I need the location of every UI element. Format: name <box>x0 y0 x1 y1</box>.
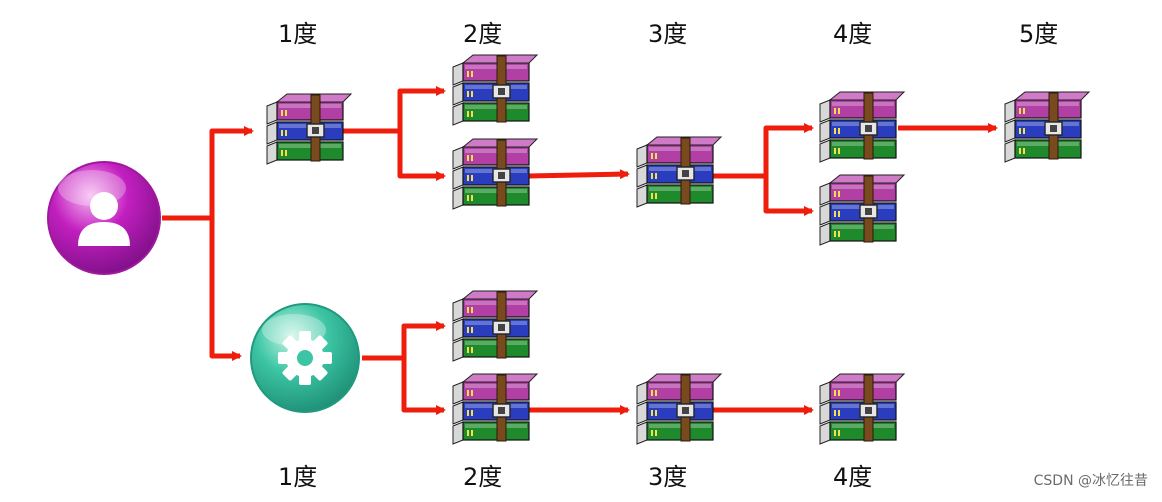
archive-icon <box>266 93 353 165</box>
gear-node <box>250 303 360 413</box>
archive-icon <box>819 373 906 445</box>
degree-label-top-2: 2度 <box>463 20 503 48</box>
archive-icon <box>452 373 539 445</box>
edge-gear-to-b2b <box>401 358 446 415</box>
gear-icon <box>278 331 332 385</box>
archive-icon <box>819 174 906 246</box>
archive-icon <box>452 290 539 362</box>
archive-nodes <box>266 54 1091 445</box>
edge-user-to-gear <box>209 218 242 361</box>
degree-label-top-4: 4度 <box>833 20 873 48</box>
archive-icon <box>452 138 539 210</box>
user-icon <box>78 192 130 246</box>
archive-icon <box>636 373 723 445</box>
degree-label-top-3: 3度 <box>648 20 688 48</box>
degree-label-top-5: 5度 <box>1019 20 1059 48</box>
edge-t3-to-t4a <box>713 123 814 179</box>
edge-t2b-to-t3 <box>527 169 630 180</box>
user-node <box>47 161 161 275</box>
degree-label-bottom-2: 2度 <box>463 463 503 491</box>
degree-label-top-1: 1度 <box>278 20 318 48</box>
degree-label-bottom-1: 1度 <box>278 463 318 491</box>
edge-t1-to-t2a <box>343 86 446 134</box>
edge-t1-to-t2b <box>397 131 446 181</box>
archive-icon <box>636 136 723 208</box>
edge-gear-to-b2a <box>362 321 446 361</box>
archive-icon <box>819 91 906 163</box>
archive-icon <box>1004 91 1091 163</box>
connectors <box>162 86 998 415</box>
archive-icon <box>452 54 539 126</box>
degree-label-bottom-3: 3度 <box>648 463 688 491</box>
watermark: CSDN @冰忆往昔 <box>1033 473 1148 489</box>
edge-user-to-t1 <box>162 126 254 221</box>
degree-label-bottom-4: 4度 <box>833 463 873 491</box>
edge-t3-to-t4b <box>763 176 814 216</box>
